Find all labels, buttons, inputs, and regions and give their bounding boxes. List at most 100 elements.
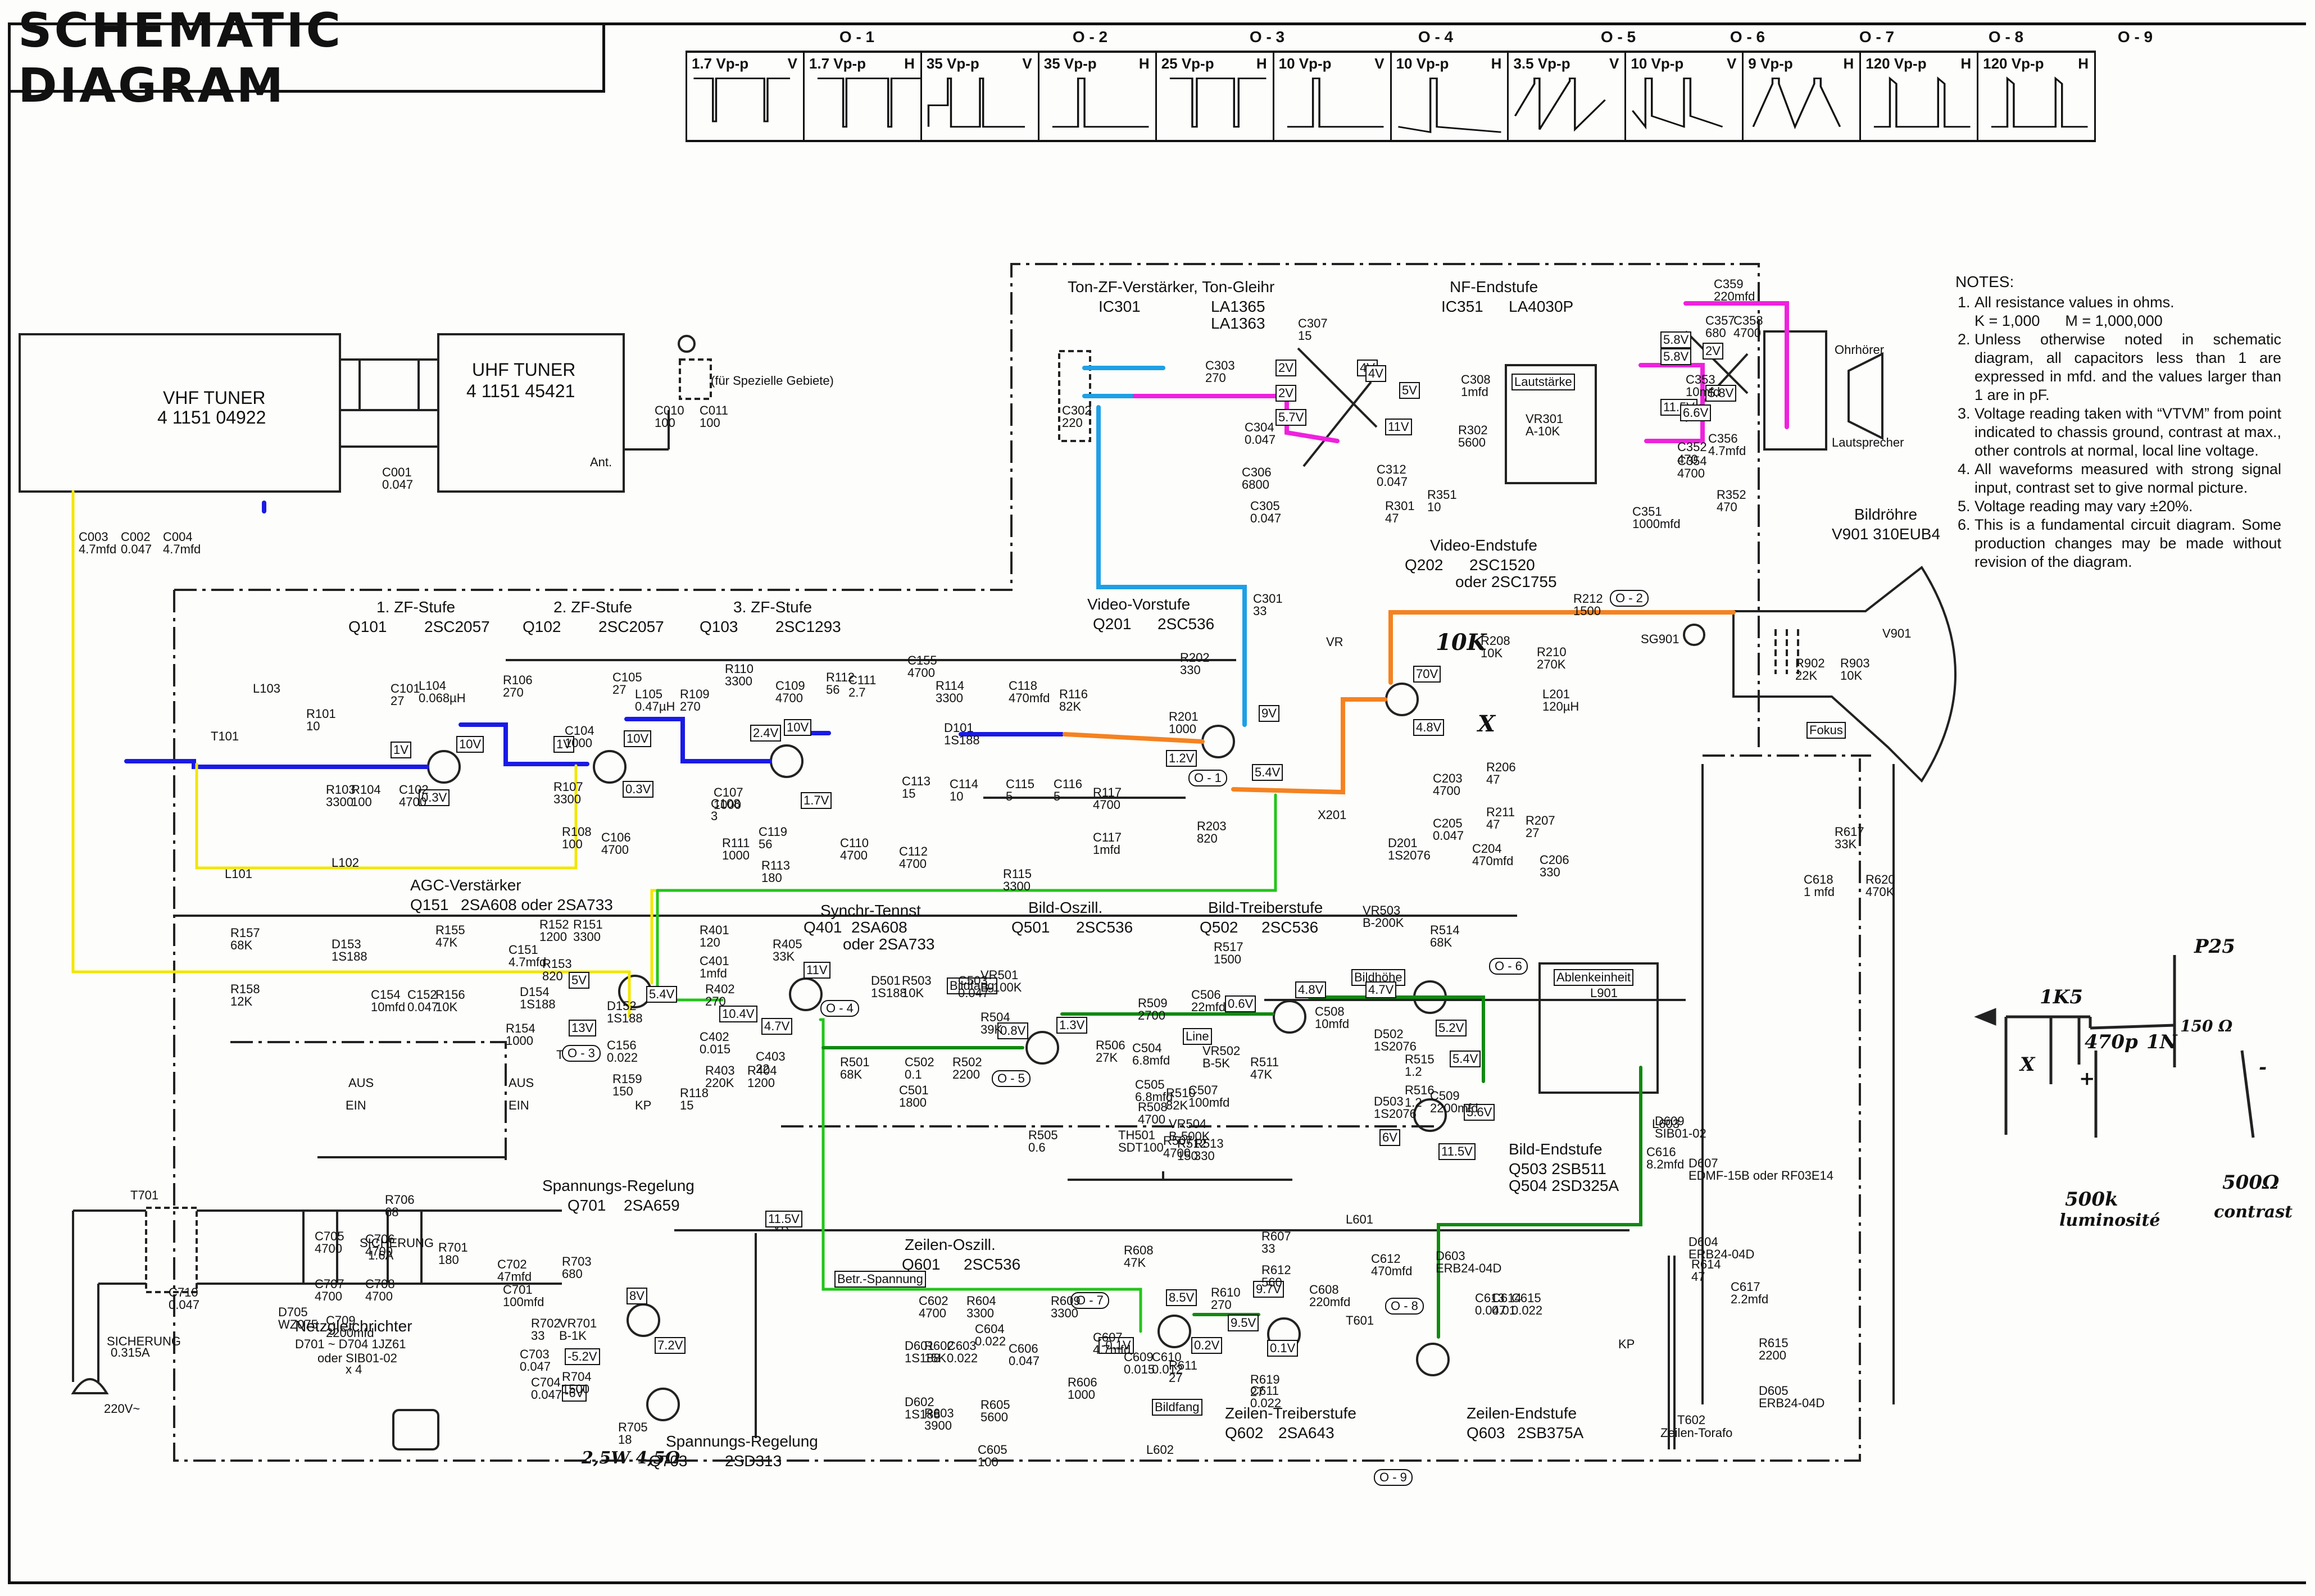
component-value: 0.47µH <box>635 699 675 713</box>
waveform-amplitude: 9 Vp-p <box>1748 55 1793 72</box>
component-value: 1000mfd <box>1632 517 1681 531</box>
component-value: 0.022 <box>947 1351 978 1365</box>
osc-tag-o4[interactable]: O - 4 <box>820 1000 859 1017</box>
component-ref: R516 <box>1405 1083 1435 1097</box>
component-value: 4700 <box>1138 1112 1165 1126</box>
mains-transformer: T701 <box>130 1188 159 1202</box>
component-value: 4700 <box>1733 326 1761 340</box>
component-value: 2.7 <box>848 685 866 699</box>
osc-tag-o3[interactable]: O - 3 <box>562 1045 601 1062</box>
yoke-name: Ablenkeinheit <box>1554 969 1634 986</box>
component-value: 270 <box>680 699 701 713</box>
waveform-trace <box>1397 78 1501 133</box>
component-value: 0.015 <box>700 1042 731 1056</box>
osc-tag-o2[interactable]: O - 2 <box>1610 590 1649 607</box>
component-ref: R609 <box>1051 1294 1081 1308</box>
video-pre-transistor: Q201 <box>1093 615 1132 633</box>
component-value: 1.2 <box>1405 1095 1422 1110</box>
component-value: 8.2mfd <box>1646 1157 1685 1171</box>
component-ref: R509 <box>1138 996 1168 1010</box>
component-ref: C357 <box>1705 313 1735 328</box>
component-label: T101 <box>211 730 239 743</box>
osc-tag-o6[interactable]: O - 6 <box>1489 958 1528 975</box>
hand-mod-plus: + <box>2079 1067 2095 1090</box>
component-value: 4700 <box>899 857 927 871</box>
component-value: 4700 <box>1433 784 1460 798</box>
voltage-badge: 5.8V <box>1705 385 1737 402</box>
waveform-mode: H <box>1138 55 1150 72</box>
component-ref: C119 <box>759 825 787 839</box>
osc-tag-o7[interactable]: O - 7 <box>1070 1292 1109 1309</box>
voltage-badge: 9.7V <box>1253 1281 1284 1298</box>
focus-tag: Fokus <box>1806 722 1846 739</box>
component-ref: C353 <box>1686 372 1715 387</box>
waveform-amplitude: 35 Vp-p <box>1043 55 1097 72</box>
component-value: B-200K <box>1363 916 1404 930</box>
component-ref: C151 <box>509 943 538 957</box>
component-value: 1 mfd <box>1804 885 1835 899</box>
component-ref: R505 <box>1028 1128 1058 1142</box>
osc-group-label: O - 5 <box>1600 28 1636 46</box>
component-value: 4700 <box>919 1306 946 1320</box>
component-value: 2200mfd <box>326 1326 374 1340</box>
component-ref: R202 <box>1180 651 1210 665</box>
voltage-badge: 5.7V <box>1275 409 1307 426</box>
component-ref: C117 <box>1093 830 1122 844</box>
component-value: B-5K <box>1202 1056 1230 1070</box>
component-ref: C152 <box>407 988 437 1002</box>
osc-group-label: O - 2 <box>1072 28 1108 46</box>
voltage-badge: 10V <box>784 719 812 736</box>
if2-type: 2SC2057 <box>598 618 664 635</box>
component-ref: R517 <box>1214 940 1243 954</box>
if3-type: 2SC1293 <box>775 618 841 635</box>
osc-group-label: O - 3 <box>1249 28 1285 46</box>
component-ref: C101 <box>391 681 420 695</box>
component-ref: R159 <box>612 1072 642 1086</box>
component-ref: C104 <box>565 724 594 738</box>
component-ref: T601 <box>1346 1313 1374 1327</box>
component-ref: D607 <box>1688 1156 1718 1170</box>
trace-video-detect <box>1063 732 1205 744</box>
osc-tag-o1[interactable]: O - 1 <box>1188 770 1227 786</box>
component-value: 470K <box>1865 885 1895 899</box>
video-pre-stage: Video-Vorstufe <box>1087 595 1191 613</box>
component-ref: R116 <box>1059 687 1088 701</box>
notes-list: All resistance values in ohms.K = 1,000 … <box>1955 293 2281 571</box>
component-ref: D201 <box>1388 836 1418 850</box>
v-out-q504: Q504 2SD325A <box>1509 1177 1619 1194</box>
speaker-label: Lautsprecher <box>1832 435 1904 449</box>
component-value: 0.047 <box>169 1298 200 1312</box>
osc-tag-o8[interactable]: O - 8 <box>1385 1298 1424 1315</box>
component-value: 22K <box>1795 669 1818 683</box>
osc-tag-o5[interactable]: O - 5 <box>992 1070 1031 1087</box>
component-value: 0.047 <box>1475 1303 1506 1317</box>
uhf-ant-pin: Ant. <box>590 455 612 469</box>
component-ref: C154 <box>371 988 401 1002</box>
component-label: L101 <box>225 868 252 880</box>
osc-tag-o9[interactable]: O - 9 <box>1374 1469 1413 1486</box>
component-value: 470mfd <box>1472 854 1514 868</box>
